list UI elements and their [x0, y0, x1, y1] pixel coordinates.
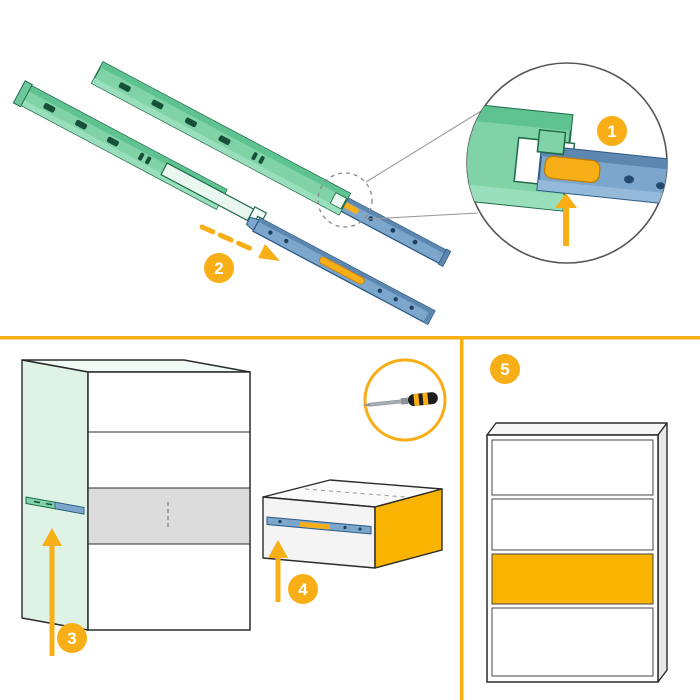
release-lever — [319, 256, 365, 285]
step-badge-1: 1 — [597, 116, 627, 146]
screwdriver-icon — [362, 392, 438, 407]
drawer-opening — [89, 488, 249, 544]
slide-assembly-extended — [90, 61, 452, 267]
mounting-holes — [43, 103, 152, 165]
drawer-mounted-rail — [266, 516, 372, 535]
step-badge-3: 3 — [57, 623, 87, 653]
dresser-drawer-2 — [491, 498, 654, 551]
divider-vertical — [460, 336, 464, 700]
drawer-box — [262, 479, 443, 569]
magnifier-content — [467, 101, 667, 246]
screwdriver-badge — [362, 358, 447, 442]
step-badge-2: 2 — [204, 253, 234, 283]
zoom-source-circle — [317, 172, 373, 228]
release-lever-detail — [543, 155, 601, 184]
dresser — [486, 422, 668, 683]
inner-member — [160, 162, 255, 222]
cabinet-up-arrow — [42, 528, 62, 656]
slide-assembly-front — [12, 80, 268, 225]
drawer-front-yellow — [374, 488, 443, 569]
cabinet-mounted-rail — [25, 496, 85, 515]
divider-horizontal — [0, 336, 700, 340]
detached-inner-rail — [245, 216, 436, 326]
up-arrow-icon — [555, 193, 577, 246]
drawer-up-arrow — [268, 540, 288, 602]
dresser-drawer-1 — [491, 439, 654, 496]
leader-lines — [365, 107, 487, 220]
step-badge-4: 4 — [288, 574, 318, 604]
step-badge-5: 5 — [490, 354, 520, 384]
dresser-drawer-yellow — [491, 553, 654, 605]
dresser-drawer-4 — [491, 607, 654, 677]
dashed-arrow-icon — [199, 224, 280, 261]
cabinet — [21, 359, 251, 631]
mounting-holes — [118, 82, 265, 164]
